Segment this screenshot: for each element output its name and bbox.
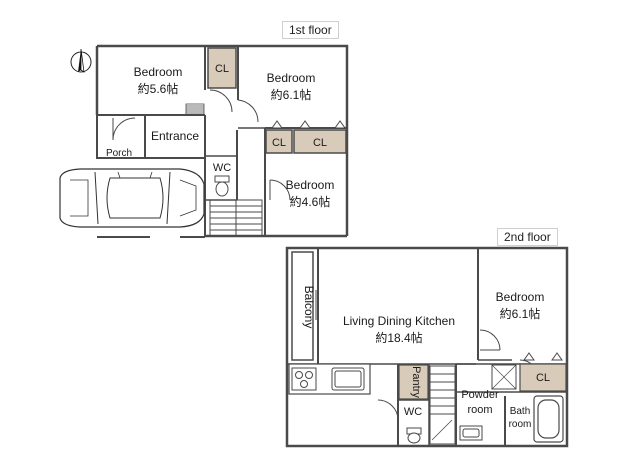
bedroom-b-label: Bedroom [267,71,316,85]
balcony-label: Balcony [302,286,316,329]
porch-label: Porch [106,148,132,159]
cl-label-2: CL [272,137,286,149]
ldk-size: 約18.4帖 [375,330,422,345]
compass-north-icon [70,48,92,73]
bath-room-label-2: room [509,419,532,430]
pantry-label: Pantry [410,366,422,398]
stove-icon [291,367,317,391]
car-icon [59,168,205,228]
floor2-plan [285,246,569,448]
stairs-1f [209,199,263,237]
closet-2f: CL [519,363,567,392]
bedroom-a-size: 約5.6帖 [138,81,179,96]
cl-label-1: CL [215,63,229,75]
entrance-label: Entrance [151,129,199,143]
cl-label-3: CL [313,137,327,149]
sink-icon [331,367,365,391]
bedroom-b-size: 約6.1帖 [271,87,312,102]
cl-2f-label: CL [536,372,550,384]
bedroom-c-size: 約4.6帖 [290,194,331,209]
bedroom-c-label: Bedroom [286,178,335,192]
bedroom-2f-label: Bedroom [496,290,545,304]
bathtub-icon [533,395,564,443]
closet-1f-mid2: CL [293,129,347,154]
bedroom-2f-size: 約6.1帖 [500,306,541,321]
washer-icon [491,364,517,390]
floor1-title: 1st floor [282,21,339,39]
toilet-icon [214,175,230,197]
pantry: Pantry [398,364,429,400]
kitchen-counter [288,363,371,395]
toilet-2f-icon [406,427,422,444]
closet-1f-mid1: CL [265,129,293,154]
bedroom-a-label: Bedroom [134,65,183,79]
bath-room-label-1: Bath [510,406,531,417]
stairs-2f [429,365,456,445]
vanity-icon [459,425,483,441]
floor2-title: 2nd floor [497,228,558,246]
powder-room-label-1: Powder [461,389,499,401]
ldk-label: Living Dining Kitchen [343,314,455,328]
wc-1f-label: WC [213,162,231,174]
powder-room-label-2: room [467,404,492,416]
entrance-mat [185,103,205,115]
wc-2f-label: WC [404,406,422,418]
closet-1f-top: CL [207,47,237,89]
